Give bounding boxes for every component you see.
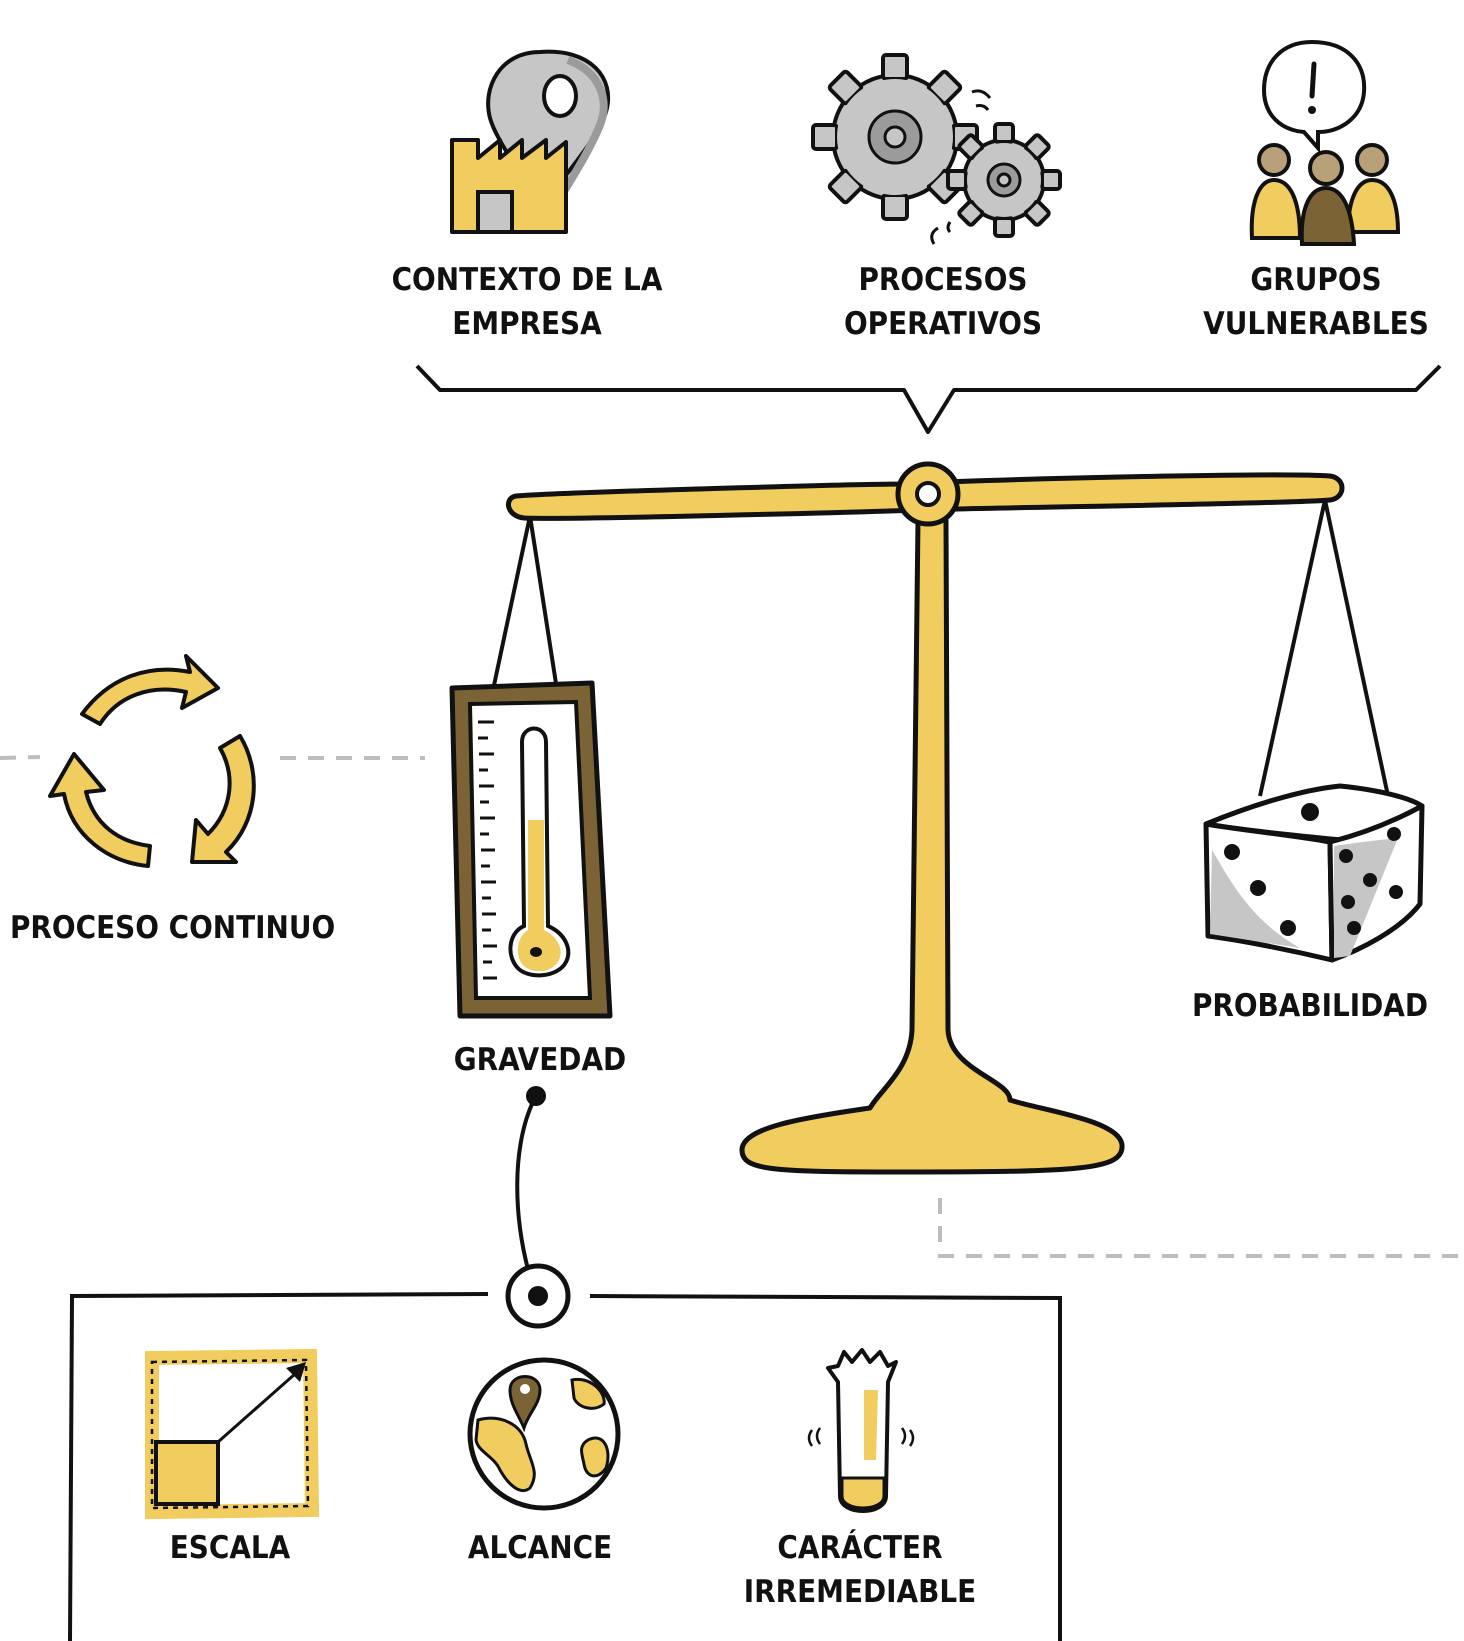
factor-label-vulnerable: GRUPOS VULNERABLES: [1176, 258, 1456, 346]
gravity-connector: [505, 1086, 571, 1329]
factor-label-line: EMPRESA: [452, 306, 602, 342]
thermometer-icon: [449, 680, 613, 1019]
gravity-criteria-box: [68, 1292, 1062, 1641]
dice-icon: [1203, 783, 1425, 963]
probability-label-text: PROBABILIDAD: [1191, 988, 1429, 1024]
factory-location-icon: [450, 49, 611, 234]
factor-label-line: GRUPOS: [1250, 262, 1382, 298]
scale-growth-icon: [145, 1348, 320, 1520]
criterion-label-irremediable: CARÁCTER IRREMEDIABLE: [730, 1526, 990, 1614]
criterion-label-line: ALCANCE: [467, 1530, 613, 1566]
balance-scale-icon: [491, 461, 1390, 1175]
factor-label-processes: PROCESOS OPERATIVOS: [790, 258, 1096, 346]
cycle-arrows-icon: [48, 654, 256, 868]
criterion-label-line: CARÁCTER: [777, 1530, 943, 1566]
gravity-label: GRAVEDAD: [410, 1038, 670, 1082]
factor-label-line: VULNERABLES: [1203, 306, 1429, 342]
broken-vial-icon: [807, 1348, 915, 1513]
factor-label-line: CONTEXTO DE LA: [391, 262, 663, 298]
globe-location-icon: [467, 1357, 621, 1511]
gears-icon: [811, 53, 1062, 245]
grouping-brace: [415, 364, 1442, 434]
probability-label: PROBABILIDAD: [1180, 984, 1440, 1028]
factor-label-line: OPERATIVOS: [843, 306, 1043, 342]
factor-label-context: CONTEXTO DE LA EMPRESA: [374, 258, 680, 346]
vulnerable-group-icon: [1249, 39, 1401, 246]
gravity-label-text: GRAVEDAD: [453, 1042, 627, 1078]
side-label-text: PROCESO CONTINUO: [10, 910, 336, 946]
criterion-label-escala: ESCALA: [120, 1526, 340, 1570]
criterion-label-line: ESCALA: [169, 1530, 291, 1566]
criterion-label-line: IRREMEDIABLE: [743, 1574, 977, 1610]
side-label-continuous-process: PROCESO CONTINUO: [10, 906, 336, 950]
factor-label-line: PROCESOS: [858, 262, 1028, 298]
criterion-label-alcance: ALCANCE: [430, 1526, 650, 1570]
dashed-connector-left: [0, 755, 425, 760]
dashed-connector-right: [938, 1198, 1464, 1258]
